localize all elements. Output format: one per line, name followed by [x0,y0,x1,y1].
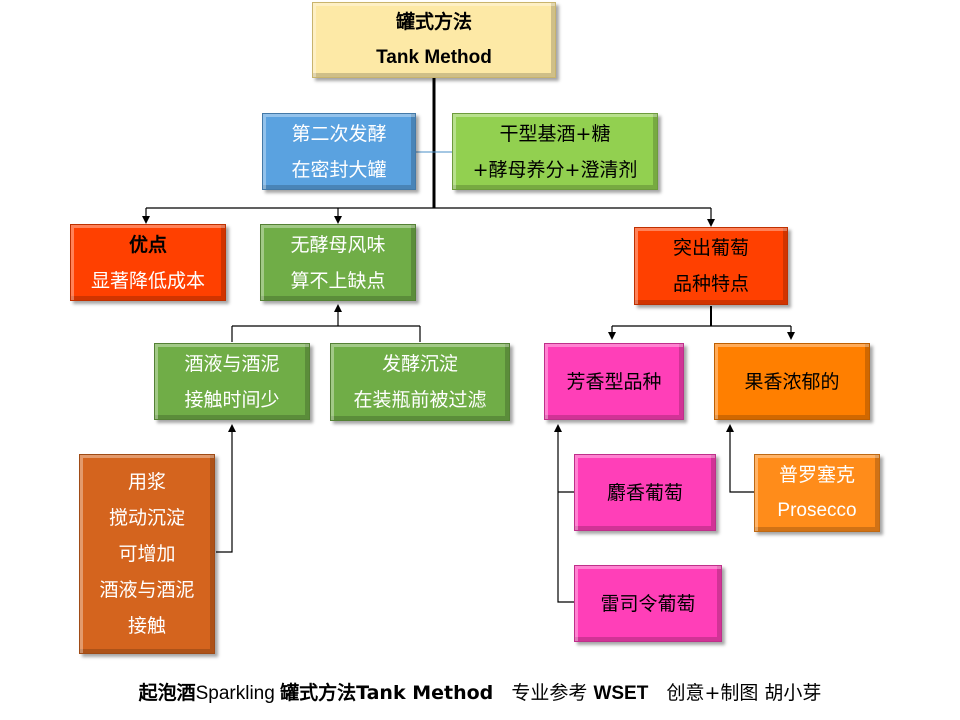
node-varietal-character-line-2: 品种特点 [672,273,749,295]
node-tank-method-line-1: 罐式方法 [395,11,472,33]
footer-caption: 起泡酒Sparkling 罐式方法Tank Method 专业参考 WSET 创… [0,678,960,708]
node-aromatic-varieties: 芳香型品种 [544,343,684,420]
node-stirring: 用浆 搅动沉淀 可增加 酒液与酒泥 接触 [79,454,215,654]
footer-tank-method: 罐式方法Tank Method [280,682,494,704]
node-stirring-line-2: 搅动沉淀 [108,507,185,529]
node-base-wine-line-1: 干型基酒+糖 [499,122,611,145]
node-moscato: 麝香葡萄 [574,454,716,531]
footer-credit: 创意+制图 胡小芽 [648,682,822,704]
node-lees-contact-line-1: 酒液与酒泥 [184,352,280,375]
node-base-wine-line-2: +酵母养分+澄清剂 [472,158,638,181]
node-no-yeast-flavor: 无酵母风味 算不上缺点 [260,224,416,301]
node-advantage-line-2: 显著降低成本 [90,269,205,292]
node-varietal-character-line-1: 突出葡萄 [672,237,749,259]
node-fruity: 果香浓郁的 [714,343,870,420]
node-lees-filtered-line-2: 在装瓶前被过滤 [353,389,487,411]
node-prosecco-line-1: 普罗塞克 [778,464,855,486]
footer-sparkling-cn: 起泡酒 [138,682,196,704]
arrow-stirring-to-lees [216,424,236,553]
node-varietal-character: 突出葡萄 品种特点 [634,227,788,305]
node-lees-contact-line-2: 接触时间少 [184,388,280,411]
footer-sparkling-en: Sparkling [195,683,281,704]
node-riesling: 雷司令葡萄 [574,565,722,642]
node-tank-method-line-2: Tank Method [376,47,492,68]
node-prosecco: 普罗塞克 Prosecco [754,454,880,532]
node-prosecco-line-2: Prosecco [777,500,857,521]
node-tank-method: 罐式方法 Tank Method [312,2,556,78]
node-advantage-line-1: 优点 [128,233,167,256]
footer-reference-label: 专业参考 [493,682,594,704]
node-stirring-line-4: 酒液与酒泥 [99,579,195,601]
arrow-moscato-riesling-to-aromatic [554,424,576,603]
node-no-yeast-flavor-line-1: 无酵母风味 [290,233,386,256]
node-stirring-line-5: 接触 [127,615,166,637]
node-stirring-line-1: 用浆 [127,471,166,493]
node-aromatic-varieties-line-1: 芳香型品种 [566,370,662,393]
node-stirring-line-3: 可增加 [118,543,176,565]
node-base-wine: 干型基酒+糖 +酵母养分+澄清剂 [452,113,658,190]
arrow-prosecco-to-fruity [726,424,754,493]
node-second-fermentation: 第二次发酵 在密封大罐 [262,113,416,190]
node-advantage: 优点 显著降低成本 [70,224,226,301]
node-lees-contact: 酒液与酒泥 接触时间少 [154,343,310,420]
node-second-fermentation-line-1: 第二次发酵 [291,122,387,145]
node-fruity-line-1: 果香浓郁的 [744,370,840,393]
node-lees-filtered-line-1: 发酵沉淀 [381,353,458,375]
node-lees-filtered: 发酵沉淀 在装瓶前被过滤 [330,343,510,421]
node-second-fermentation-line-2: 在密封大罐 [291,158,387,181]
node-no-yeast-flavor-line-2: 算不上缺点 [290,269,386,292]
footer-wset: WSET [593,683,649,704]
node-riesling-line-1: 雷司令葡萄 [600,592,696,615]
node-moscato-line-1: 麝香葡萄 [606,481,683,504]
